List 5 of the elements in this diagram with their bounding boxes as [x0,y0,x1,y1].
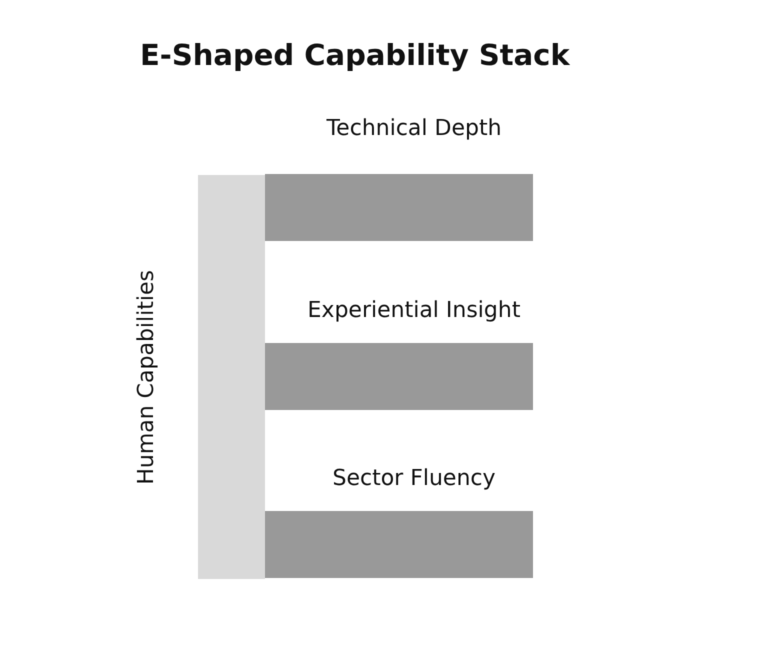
bar-heading: Experiential Insight [308,298,520,323]
bar-heading: Technical Depth [326,116,502,141]
bar-heading: Sector Fluency [332,466,496,491]
diagram-title: E-Shaped Capability Stack [140,38,570,72]
axis-label: Human Capabilities [134,270,159,484]
